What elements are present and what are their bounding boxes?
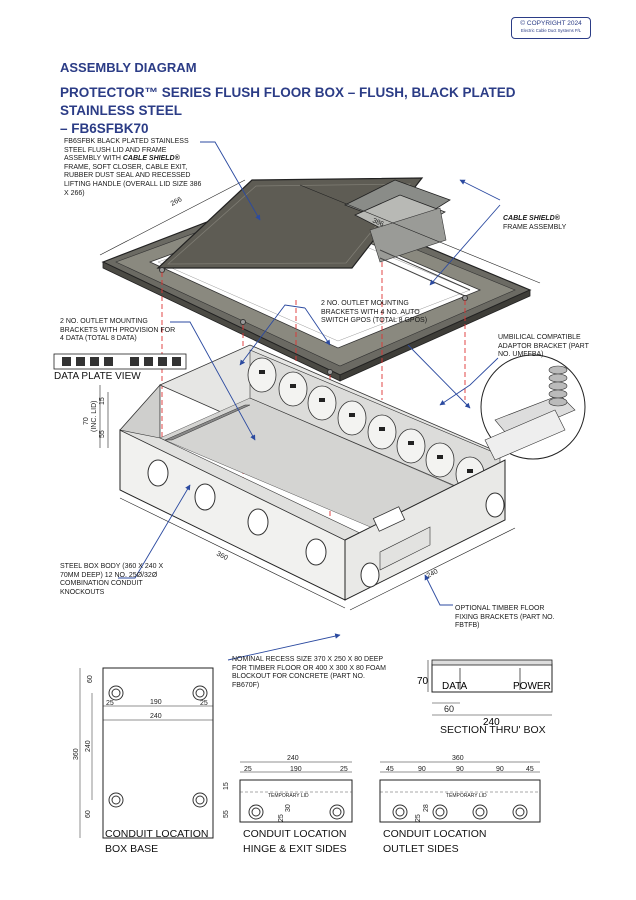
base-dim-25a: 25 (106, 700, 114, 707)
gpo-brackets-label: 2 No. OUTLET MOUNTING BRACKETS WITH 4 No… (321, 300, 428, 325)
box-width-dim: 240 (426, 568, 440, 580)
outlet-title-2: OUTLET SIDES (383, 843, 459, 855)
outlet-sides-view (379, 761, 541, 823)
hinge-dim-55: 55 (223, 810, 230, 818)
hinge-dim-240: 240 (287, 755, 299, 762)
base-dim-25b: 25 (200, 700, 208, 707)
section-title: SECTION THRU' BOX (440, 724, 546, 736)
section-dim-60: 60 (444, 704, 454, 714)
section-dim-70: 70 (417, 676, 429, 687)
hinge-dim-15: 15 (223, 782, 230, 790)
base-dim-360: 360 (73, 748, 80, 760)
base-dim-240: 240 (150, 713, 162, 720)
data-plate-label: DATA PLATE VIEW (54, 371, 141, 382)
outlet-dim-90a: 90 (418, 766, 426, 773)
umbilical-label: UMBILICAL COMPATIBLE ADAPTOR BRACKET (PA… (498, 334, 589, 359)
hinge-dim-25b: 25 (340, 766, 348, 773)
hinge-dim-25c: 25 (278, 814, 285, 822)
data-plate (53, 353, 187, 370)
base-title-1: CONDUIT LOCATION (105, 828, 209, 840)
base-dim-60a: 60 (87, 675, 94, 683)
height-55-dim: 55 (99, 430, 106, 438)
height-inc-lid-dim: (INC. LID) (91, 401, 98, 433)
lid-frame-assembly (101, 177, 532, 382)
outlet-dim-45b: 45 (526, 766, 534, 773)
copyright-text: © COPYRIGHT 2024 (520, 20, 582, 27)
steel-box-body (119, 344, 506, 601)
outlet-dim-45a: 45 (386, 766, 394, 773)
hinge-title-2: HINGE & EXIT SIDES (243, 843, 347, 855)
base-dim-60b: 60 (85, 810, 92, 818)
lid-label-text: FB6SFBK BLACK PLATED STAINLESS STEEL FLU… (64, 138, 189, 163)
hinge-title-1: CONDUIT LOCATION (243, 828, 347, 840)
lid-label-rest: FRAME, SOFT CLOSER, CABLE EXIT, RUBBER D… (64, 163, 202, 197)
timber-bracket-label: OPTIONAL TIMBER FLOOR FIXING BRACKETS (P… (455, 605, 555, 630)
frame-label-rest: FRAME ASSEMBLY (503, 223, 567, 231)
page-heading: ASSEMBLY DIAGRAM (60, 60, 197, 75)
recess-label: NOMINAL RECESS SIZE 370 x 250 x 80 DEEP … (232, 656, 386, 689)
copyright-company: Electric Cable Duct Systems P/L (520, 28, 582, 33)
lid-label: FB6SFBK BLACK PLATED STAINLESS STEEL FLU… (64, 138, 204, 198)
frame-label-shield: CABLE SHIELD® (503, 215, 560, 222)
outlet-dim-90c: 90 (496, 766, 504, 773)
base-title-2: BOX BASE (105, 843, 159, 855)
hinge-dim-190: 190 (290, 766, 302, 773)
hinge-exit-view (239, 761, 353, 823)
steel-box-label: STEEL BOX BODY (360 x 240 x 70mm DEEP) 1… (60, 563, 164, 596)
title-line-2: – FB6SFBK70 (60, 121, 149, 136)
base-dim-240v: 240 (85, 740, 92, 752)
box-length-dim: 360 (215, 551, 229, 563)
hinge-dim-25a: 25 (244, 766, 252, 773)
data-brackets-label: 2 No. OUTLET MOUNTING BRACKETS WITH PROV… (60, 318, 176, 343)
lid-width-dim: 266 (170, 196, 184, 208)
section-data-label: DATA (442, 681, 468, 692)
frame-label: CABLE SHIELD® FRAME ASSEMBLY (503, 215, 583, 232)
hinge-dim-30: 30 (285, 804, 292, 812)
title-line-1: PROTECTOR™ SERIES FLUSH FLOOR BOX – FLUS… (60, 85, 516, 118)
page-title: PROTECTOR™ SERIES FLUSH FLOOR BOX – FLUS… (60, 84, 580, 138)
outlet-dim-360: 360 (452, 755, 464, 762)
outlet-title-1: CONDUIT LOCATION (383, 828, 487, 840)
section-drawing (427, 659, 553, 716)
section-dim-240: 240 (483, 717, 500, 728)
outlet-dim-28: 28 (423, 804, 430, 812)
height-15-dim: 15 (99, 397, 106, 405)
lid-length-dim: 386 (371, 217, 385, 228)
hinge-temp-lid: TEMPORARY LID (268, 793, 309, 799)
outlet-dim-90b: 90 (456, 766, 464, 773)
umbilical-detail (480, 354, 586, 461)
height-70-dim: 70 (83, 417, 90, 425)
copyright-box: © COPYRIGHT 2024 Electric Cable Duct Sys… (511, 17, 591, 39)
outlet-temp-lid: TEMPORARY LID (446, 793, 487, 799)
lid-label-shield: CABLE SHIELD® (122, 155, 180, 163)
section-power-label: POWER (513, 681, 551, 692)
outlet-dim-25: 25 (415, 814, 422, 822)
box-base-view (79, 667, 214, 839)
base-dim-190: 190 (150, 699, 162, 706)
